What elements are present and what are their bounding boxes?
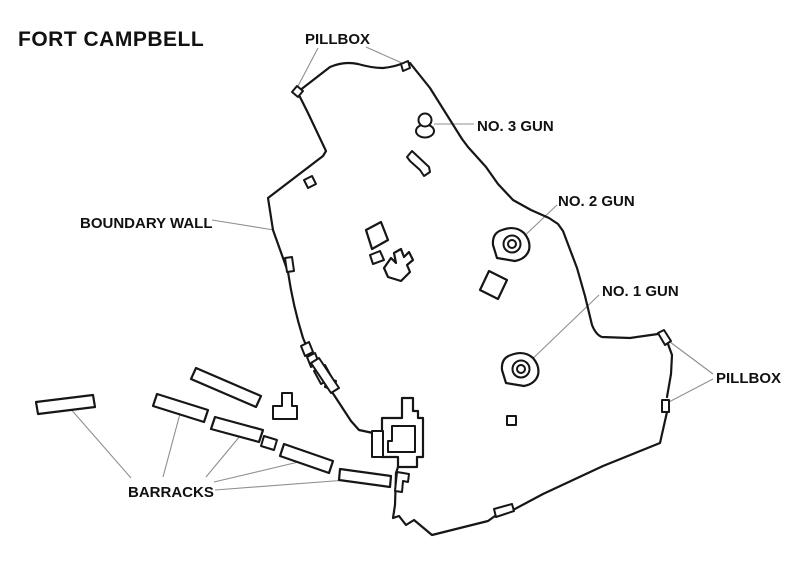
wall-rect-1 [300, 341, 314, 357]
label-no1-gun: NO. 1 GUN [602, 283, 679, 300]
complex-south-annex [394, 471, 410, 493]
boundary-wall-north-path [297, 61, 403, 93]
pillbox-east-lower-structure [661, 399, 670, 413]
barrack-6 [337, 467, 393, 489]
leader-barracks-3 [205, 429, 246, 478]
complex-left-wing [371, 430, 384, 458]
barrack-2 [151, 392, 210, 424]
tiny-square-building [506, 415, 517, 426]
gun-emplacements [415, 112, 540, 388]
barrack-1 [34, 393, 97, 416]
boundary-wall-east-path [408, 61, 660, 340]
interior-buildings [284, 150, 517, 518]
tilted-square-building [478, 269, 509, 301]
no2-gun-emplacement [491, 226, 531, 263]
no1-gun-emplacement [500, 351, 540, 388]
pillbox-east-upper-structure [657, 329, 672, 346]
pillbox-north-structure [400, 60, 411, 72]
southwest-wall-buildings [300, 341, 340, 394]
barracks-buildings [34, 366, 393, 489]
leader-barracks-1 [68, 406, 132, 479]
label-no3-gun: NO. 3 GUN [477, 118, 554, 135]
leader-barracks-2 [162, 409, 182, 478]
boundary-wall-southeast-path [511, 410, 669, 512]
central-small-square [369, 250, 385, 265]
pillbox-northwest-structure [291, 85, 304, 98]
small-building-nw [303, 175, 317, 189]
pillboxes [291, 60, 672, 413]
label-pillbox-top: PILLBOX [305, 31, 370, 48]
south-wall-building [493, 503, 515, 518]
boundary-wall-east-lower-path [665, 342, 674, 399]
central-tilted-rect [364, 220, 390, 251]
angled-building-north [406, 150, 431, 177]
leader-pillbox-top-left [296, 47, 319, 89]
label-no2-gun: NO. 2 GUN [558, 193, 635, 210]
complex-inner-court [387, 425, 416, 453]
no1-gun-ring-inner [516, 364, 526, 374]
barrack-3 [189, 366, 263, 409]
wall-building-west [284, 256, 295, 273]
no2-gun-ring-inner [507, 239, 517, 249]
barrack-4 [209, 415, 265, 444]
leader-pillbox-top-right [365, 46, 403, 64]
hat-shaped-building [272, 392, 298, 420]
central-irregular-building [382, 247, 415, 283]
leader-boundary-wall [211, 219, 275, 231]
label-pillbox-right: PILLBOX [716, 370, 781, 387]
label-barracks: BARRACKS [128, 484, 214, 501]
no3-gun-mount [417, 112, 433, 128]
leader-pillbox-right-upper [669, 341, 714, 375]
barrack-5 [278, 442, 335, 475]
main-building-complex [371, 396, 425, 493]
wall-diagonal-barrack [310, 357, 340, 394]
leader-pillbox-right-lower [666, 378, 714, 404]
no3-gun-emplacement [415, 112, 435, 139]
map-labels: FORT CAMPBELL PILLBOX NO. 3 GUN NO. 2 GU… [18, 28, 781, 501]
page-title: FORT CAMPBELL [18, 28, 204, 51]
label-boundary-wall: BOUNDARY WALL [80, 215, 213, 232]
barrack-connector [260, 435, 278, 451]
leader-barracks-4 [213, 458, 312, 483]
